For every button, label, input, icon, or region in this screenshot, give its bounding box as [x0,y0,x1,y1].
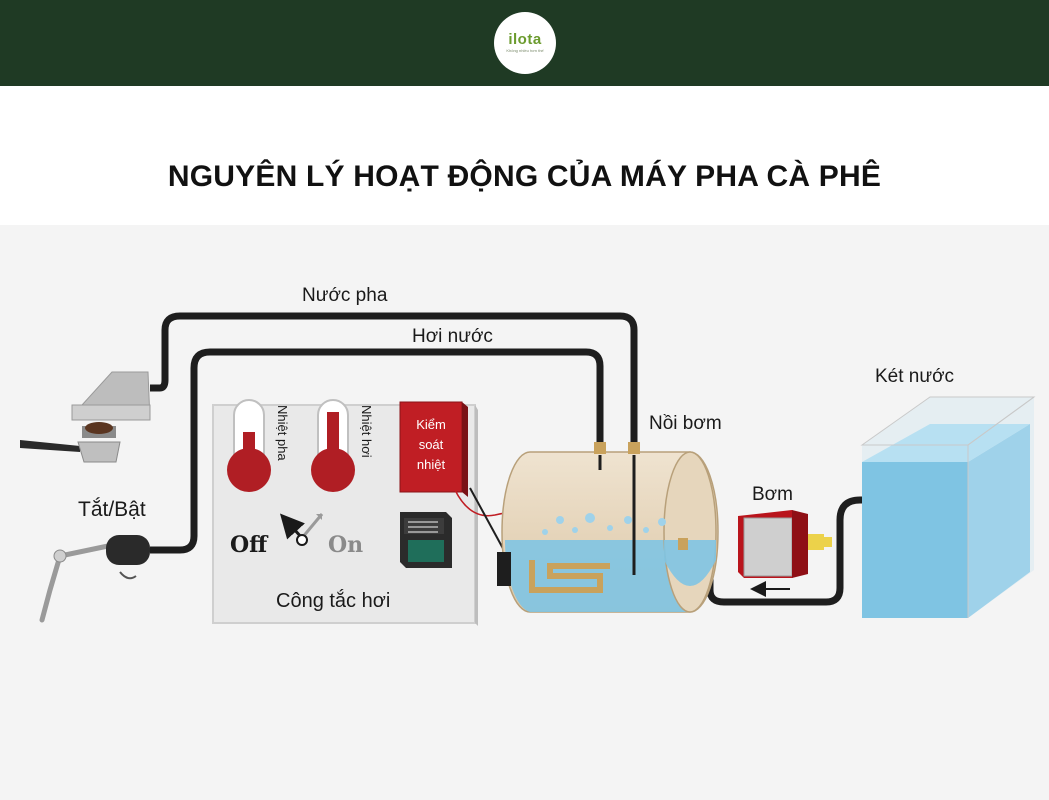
steam-pipe [150,348,604,554]
on-off-label: Tắt/Bật [78,498,146,521]
group-head-icon [20,371,151,463]
logo-tagline: Không nhiều hơn thế [506,48,544,53]
pump-icon [738,510,832,578]
water-tank-icon [860,396,1036,618]
logo-text: ilota [508,31,542,48]
off-label: Off [230,532,268,558]
brew-water-pipe [150,312,638,450]
steam-temp-label: Nhiệt hơi [359,405,374,458]
water-tank-label: Két nước [875,366,955,387]
on-label: On [328,532,364,558]
brew-temp-label: Nhiệt pha [275,405,290,461]
temperature-control-label: Kiểm soát nhiệt [416,417,446,472]
steam-thermometer-icon [311,399,355,492]
panel-side [475,405,478,626]
header-bar: ilota Không nhiều hơn thế [0,0,1049,86]
brand-logo[interactable]: ilota Không nhiều hơn thế [494,12,556,74]
brew-thermometer-icon [227,399,271,492]
steam-label: Hơi nước [412,326,493,347]
pump-label: Bơm [752,484,793,505]
on-off-lever-icon[interactable] [39,535,150,623]
steam-switch-label: Công tắc hơi [276,590,391,612]
brew-water-label: Nước pha [302,285,388,306]
boiler-icon [497,442,719,613]
switch-knob-icon[interactable] [279,513,324,546]
steam-switch-icon[interactable] [400,512,452,568]
boiler-label: Nồi bơm [649,413,722,434]
page-title: NGUYÊN LÝ HOẠT ĐỘNG CỦA MÁY PHA CÀ PHÊ [167,160,882,193]
